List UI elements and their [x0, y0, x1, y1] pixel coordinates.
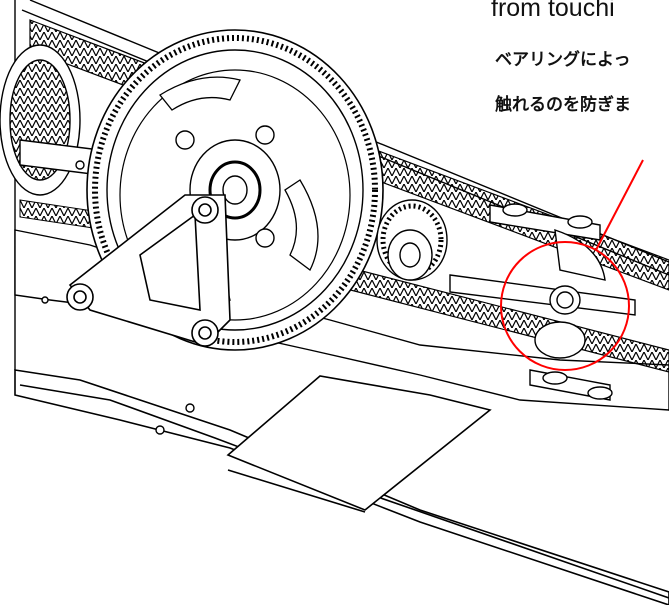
- right-bearing-assembly: [449, 203, 636, 401]
- caption-japanese-line2: 触れるのを防ぎま: [495, 95, 631, 115]
- chassis-plate: [14, 329, 669, 605]
- leader-line: [595, 159, 644, 251]
- bearing-bracket: [66, 194, 231, 347]
- caption-japanese-line1: ベアリングによっ: [495, 50, 631, 70]
- caption-english: from touchi: [491, 0, 615, 22]
- pinion-gear: [376, 199, 448, 281]
- left-gears: [0, 44, 141, 196]
- highlight-circle: [500, 241, 630, 371]
- annotation-callout: [500, 159, 644, 371]
